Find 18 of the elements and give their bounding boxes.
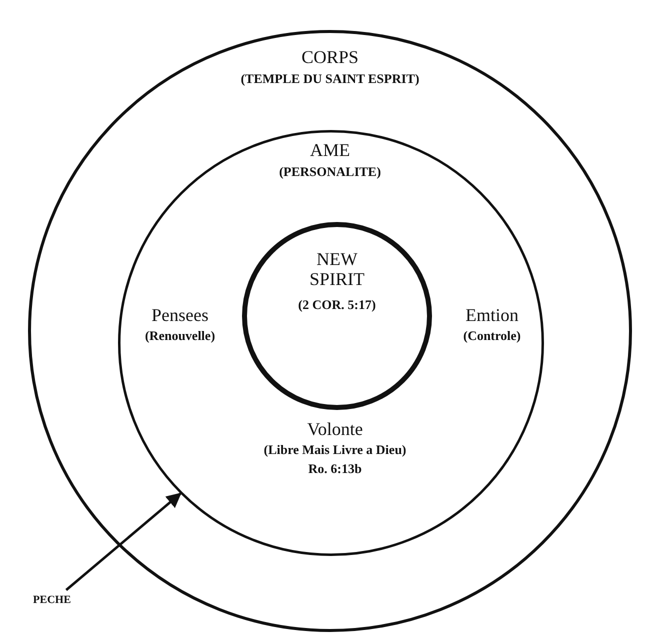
subtitle-text: (Controle) — [463, 329, 521, 344]
subtitle-text: (2 COR. 5:17) — [298, 298, 376, 312]
arrow — [65, 492, 182, 591]
outer-circle — [28, 30, 632, 632]
subtitle-text: (TEMPLE DU SAINT ESPRIT) — [240, 72, 420, 86]
subtitle-text: (Libre Mais Livre a Dieu) — [264, 443, 406, 458]
middle-circle — [118, 130, 544, 556]
label-text: Pensees — [152, 306, 208, 326]
title-text: NEW SPIRIT — [308, 250, 366, 290]
inner-circle — [242, 222, 432, 410]
subtitle-text: (Renouvelle) — [144, 329, 216, 344]
label-text: PECHE — [33, 594, 71, 606]
label-text: Emtion — [466, 306, 518, 326]
subtitle-text: (PERSONALITE) — [279, 165, 381, 180]
title-text: AME — [310, 141, 350, 161]
label-text: Volonte — [307, 420, 363, 440]
reference-text: Ro. 6:13b — [308, 462, 362, 476]
title-text: CORPS — [301, 48, 359, 68]
